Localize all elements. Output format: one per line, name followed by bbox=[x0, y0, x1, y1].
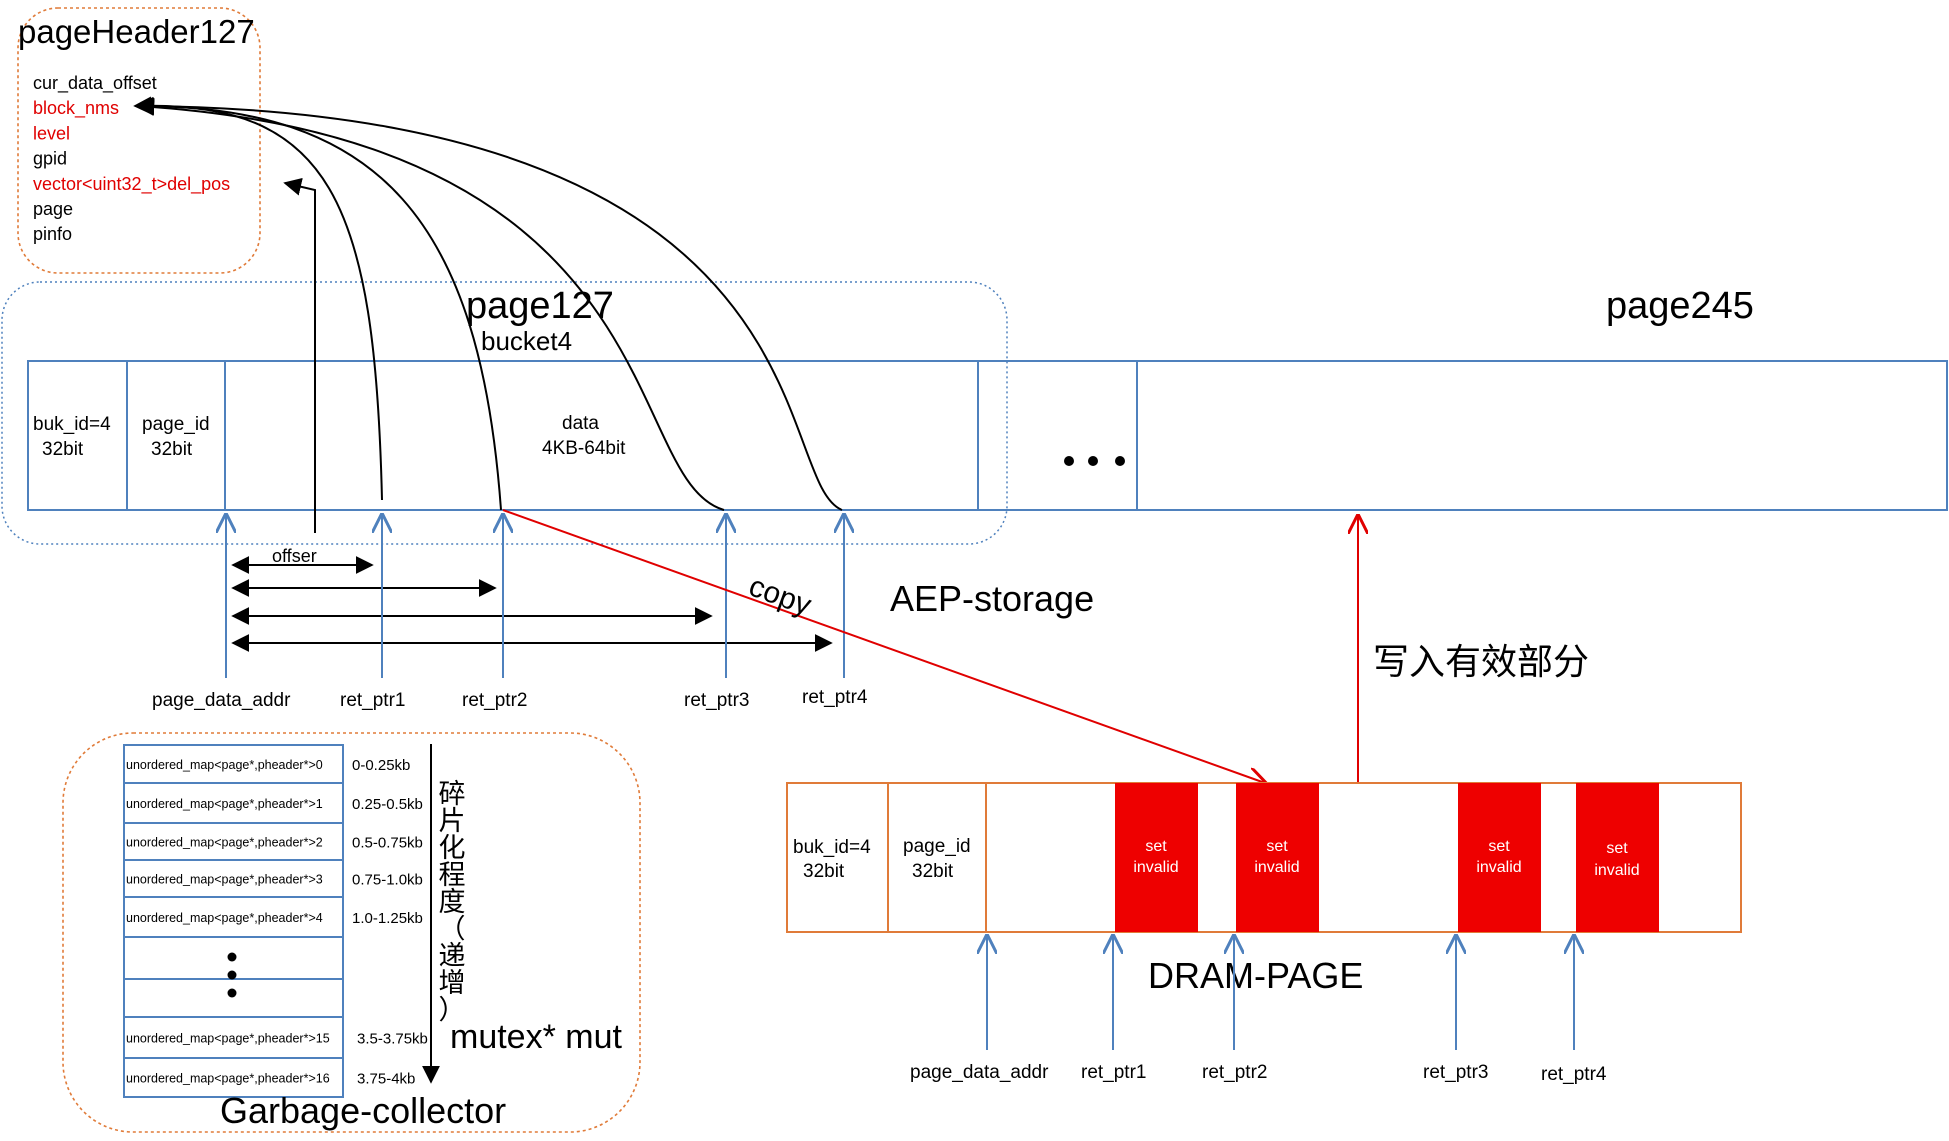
fragment-label-char: 程 bbox=[439, 860, 466, 891]
gc-map-table: unordered_map<page*,pheader*>0 unordered_… bbox=[123, 744, 344, 1098]
fragment-label-char: 度 bbox=[439, 887, 466, 918]
gc-table-row bbox=[123, 978, 344, 1018]
ellipsis-dots bbox=[1064, 456, 1125, 466]
header-field: block_nms bbox=[33, 98, 119, 119]
gc-map-name: unordered_map<page*,pheader*>15 bbox=[126, 1032, 330, 1046]
svg-text:invalid: invalid bbox=[1133, 859, 1178, 876]
aep-ptr-page-data-addr: page_data_addr bbox=[152, 690, 291, 711]
invalid-block-4 bbox=[1576, 783, 1659, 932]
fragment-label-char: 片 bbox=[439, 806, 466, 837]
copy-arrow bbox=[502, 509, 1265, 783]
dram-ptr-ret4: ret_ptr4 bbox=[1541, 1064, 1607, 1085]
invalid-labels: set invalid set invalid set invalid set … bbox=[1133, 838, 1639, 879]
aep-pageid-line2: 32bit bbox=[151, 439, 193, 460]
invalid-block-2 bbox=[1236, 783, 1319, 932]
dram-ptr-ret2: ret_ptr2 bbox=[1202, 1062, 1267, 1083]
aep-bukid-line1: buk_id=4 bbox=[33, 414, 111, 435]
svg-text:invalid: invalid bbox=[1476, 859, 1521, 876]
gc-range-labels: 0-0.25kb 0.25-0.5kb 0.5-0.75kb 0.75-1.0kb 1.… bbox=[352, 757, 428, 1088]
aep-ptr-ret3: ret_ptr3 bbox=[684, 690, 749, 711]
header-field: gpid bbox=[33, 149, 67, 169]
gc-range: 0-0.25kb bbox=[352, 757, 410, 774]
dram-pageid-line1: page_id bbox=[903, 836, 971, 857]
page127-title: page127 bbox=[466, 285, 614, 327]
aep-ptr-ret1: ret_ptr1 bbox=[340, 690, 405, 711]
header-field: cur_data_offset bbox=[33, 73, 157, 94]
header-field: vector<uint32_t>del_pos bbox=[33, 174, 230, 195]
gc-range: 0.5-0.75kb bbox=[352, 835, 423, 852]
aep-ptr-ret4: ret_ptr4 bbox=[802, 687, 868, 708]
dram-ptr-ret1: ret_ptr1 bbox=[1081, 1062, 1146, 1083]
dram-page-label: DRAM-PAGE bbox=[1148, 955, 1363, 996]
aep-ptr-ret2: ret_ptr2 bbox=[462, 690, 527, 711]
offset-arrows bbox=[231, 556, 833, 652]
aep-pointer-arrows bbox=[226, 515, 844, 678]
mutex-label: mutex* mut bbox=[450, 1018, 622, 1056]
dram-bukid-line1: buk_id=4 bbox=[793, 837, 871, 858]
gc-range: 1.0-1.25kb bbox=[352, 910, 423, 927]
dram-pointer-arrows bbox=[987, 936, 1574, 1050]
page-header-title: pageHeader127 bbox=[18, 13, 255, 50]
aep-storage-label: AEP-storage bbox=[890, 578, 1094, 619]
invalid-block-1 bbox=[1115, 783, 1198, 932]
dram-ptr-ret3: ret_ptr3 bbox=[1423, 1062, 1488, 1083]
aep-data-line2: 4KB-64bit bbox=[542, 438, 626, 459]
gc-range: 0.75-1.0kb bbox=[352, 872, 423, 889]
gc-map-name: unordered_map<page*,pheader*>4 bbox=[126, 911, 323, 925]
gc-range: 3.5-3.75kb bbox=[357, 1031, 428, 1048]
header-field: page bbox=[33, 199, 73, 219]
fragment-label-char: ） bbox=[439, 995, 466, 1026]
svg-text:set: set bbox=[1145, 838, 1167, 855]
copy-label: copy bbox=[745, 570, 816, 623]
svg-text:set: set bbox=[1266, 838, 1288, 855]
aep-data-line1: data bbox=[562, 413, 599, 434]
dram-page-strip bbox=[786, 782, 1742, 933]
invalid-block-3 bbox=[1458, 783, 1541, 932]
gc-map-name: unordered_map<page*,pheader*>0 bbox=[126, 758, 323, 772]
svg-text:invalid: invalid bbox=[1594, 862, 1639, 879]
fragment-label-char: （ bbox=[439, 914, 466, 945]
gc-map-name: unordered_map<page*,pheader*>16 bbox=[126, 1072, 330, 1086]
page245-box bbox=[1136, 360, 1948, 511]
page245-title: page245 bbox=[1606, 285, 1754, 327]
gc-table-row bbox=[123, 1057, 344, 1098]
bucket-label: bucket4 bbox=[481, 326, 572, 356]
page127-region bbox=[1, 281, 1008, 545]
header-field: level bbox=[33, 123, 70, 143]
write-valid-label: 写入有效部分 bbox=[1373, 641, 1589, 682]
fragment-label-char: 碎 bbox=[439, 779, 466, 810]
dram-pageid-line2: 32bit bbox=[912, 861, 954, 882]
page-header-box: pageHeader127 cur_data_offset block_nmsle… bbox=[17, 7, 261, 274]
gc-map-name: unordered_map<page*,pheader*>3 bbox=[126, 873, 323, 887]
gc-range: 3.75-4kb bbox=[357, 1071, 415, 1088]
aep-pageid-line1: page_id bbox=[142, 414, 210, 435]
fragment-label-char: 增 bbox=[439, 968, 466, 999]
header-field: pinfo bbox=[33, 224, 72, 244]
gc-box bbox=[62, 732, 641, 1133]
aep-bukid-line2: 32bit bbox=[42, 439, 84, 460]
gc-map-name: unordered_map<page*,pheader*>1 bbox=[126, 797, 323, 811]
svg-text:set: set bbox=[1606, 840, 1628, 857]
gc-title: Garbage-collector bbox=[220, 1090, 506, 1131]
gc-map-name: unordered_map<page*,pheader*>2 bbox=[126, 836, 323, 850]
dram-ptr-page-data-addr: page_data_addr bbox=[910, 1062, 1049, 1083]
pointer-curves bbox=[133, 96, 843, 533]
gc-range: 0.25-0.5kb bbox=[352, 796, 423, 813]
fragment-label-char: 化 bbox=[439, 833, 466, 864]
svg-text:invalid: invalid bbox=[1254, 859, 1299, 876]
dram-bukid-line2: 32bit bbox=[803, 861, 845, 882]
svg-text:set: set bbox=[1488, 838, 1510, 855]
fragment-label-char: 递 bbox=[439, 941, 466, 972]
offset-label: offser bbox=[272, 546, 317, 566]
gc-vertical-dots bbox=[227, 952, 237, 998]
